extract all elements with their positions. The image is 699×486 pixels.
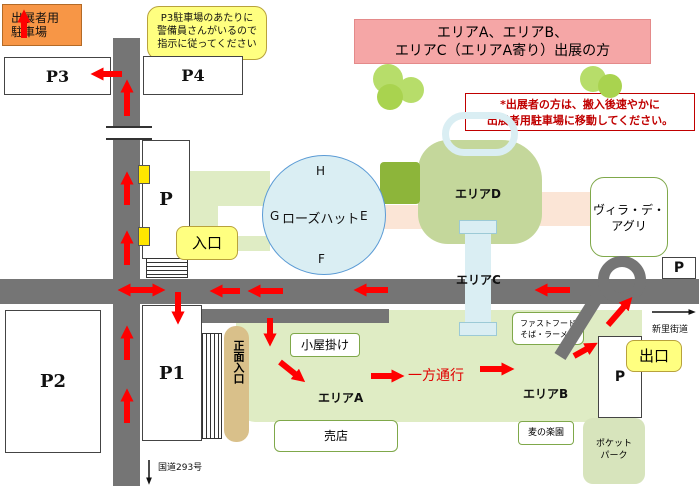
rose-hut-g: G: [270, 209, 280, 223]
rose-hut-e: E: [360, 209, 368, 223]
roundabout: [598, 256, 646, 304]
pocket-park-area: [583, 418, 645, 484]
one-way-label: 一方通行: [408, 368, 464, 384]
parking-p3: P3: [4, 57, 111, 95]
area-c-cap-bottom: [459, 322, 497, 336]
orange-connector: [540, 192, 592, 226]
title-banner: エリアA、エリアB、 エリアC（エリアA寄り）出展の方: [354, 19, 651, 64]
exhibitor-parking-box: 出展者用 駐車場: [2, 4, 82, 46]
main-entrance: [224, 326, 249, 442]
hut-label: 小屋掛け: [290, 333, 360, 357]
stairs: [146, 258, 188, 278]
parking-p-right: P: [662, 257, 696, 279]
bridge-mark: [106, 126, 152, 140]
tree-5: [598, 74, 622, 98]
entrance-callout: 入口: [176, 226, 238, 260]
area-c-cap-top: [459, 220, 497, 234]
yellow-mark-1: [138, 165, 150, 184]
yellow-mark-2: [138, 227, 150, 246]
area-d-square: [380, 162, 420, 204]
gray-band: [202, 309, 389, 323]
rose-hut-circle: [262, 155, 386, 275]
area-b-label: エリアB: [523, 387, 569, 401]
area-c-column: [465, 223, 491, 323]
shop-label: 売店: [274, 420, 398, 452]
p3-guidance-callout: P3駐車場のあたりに 警備員さんがいるので 指示に従ってください: [147, 6, 267, 60]
green-path-east: [382, 205, 422, 229]
area-d-label: エリアD: [455, 187, 501, 201]
pocket-park-label: ポケット パーク: [595, 439, 632, 461]
rose-hut-h: H: [316, 164, 326, 178]
exhibitor-notice: *出展者の方は、搬入後速やかに 出展者用駐車場に移動してください。: [465, 93, 695, 131]
parking-p-bottom-right: P: [598, 336, 642, 418]
route-293-label: 国道293号: [158, 463, 203, 473]
exit-callout: 出口: [626, 340, 682, 372]
mugi-label: 麦の楽園: [518, 421, 574, 445]
parking-p2: P2: [5, 310, 101, 453]
area-a-label: エリアA: [318, 391, 364, 405]
pool: [442, 112, 518, 156]
main-entrance-label: 正面入口: [232, 340, 245, 384]
stairs-p1: [202, 333, 222, 439]
niisato-label: 新里街道: [652, 325, 689, 335]
villa-de-aguri: ヴィラ・デ・ アグリ: [590, 177, 668, 257]
rose-hut-name: ローズハット: [282, 212, 360, 227]
area-c-label: エリアC: [456, 273, 501, 287]
rose-hut-f: F: [318, 252, 325, 266]
parking-p4: P4: [143, 56, 243, 95]
parking-p1: P1: [142, 305, 202, 441]
tree-3: [377, 84, 403, 110]
main-road-vertical: [113, 38, 140, 486]
